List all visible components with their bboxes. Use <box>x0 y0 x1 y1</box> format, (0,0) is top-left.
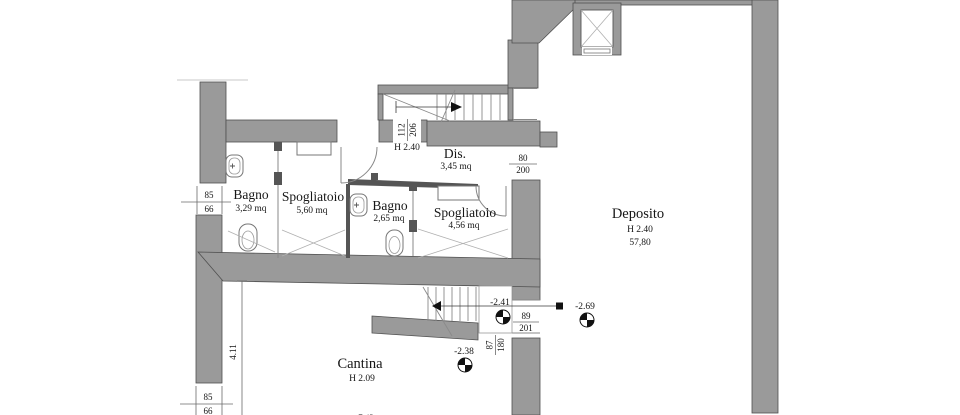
dim-num: 80 <box>519 153 529 163</box>
elevator-shaft <box>572 2 622 56</box>
wall-dis-west <box>507 39 539 89</box>
radiator-icon <box>296 141 332 156</box>
ceiling-hatch <box>227 228 509 259</box>
dim-num: 85 <box>204 392 214 402</box>
elevator-door-leaf <box>583 48 611 54</box>
dimension-labels: 112 206 80 200 89 201 87 180 85 66 85 66… <box>204 119 539 415</box>
sink-basin <box>228 157 241 175</box>
dim-80-200: 80 200 <box>509 153 537 175</box>
stair-hall-height: H 2.40 <box>394 143 420 153</box>
stair-direction-arrow-icon <box>432 301 441 311</box>
wall-right <box>751 0 779 414</box>
sink-basin <box>352 196 365 214</box>
wall-corner-foot <box>539 131 558 148</box>
room-label-spogliatoio1: Spogliatoio <box>282 189 345 204</box>
dim-bottom-partial: 7.43 <box>358 413 374 415</box>
hatch-line <box>281 229 346 257</box>
wall-deposito-west-lower <box>511 337 541 415</box>
toilet-bowl <box>241 230 255 250</box>
dim-112-206: 112 206 <box>397 119 418 141</box>
dim-den: 66 <box>204 406 214 415</box>
dimension-lines <box>177 79 248 415</box>
wall-left-pier-top <box>199 81 227 184</box>
dim-87-180: 87 180 <box>485 335 506 355</box>
door-jamb <box>274 172 282 185</box>
level-marker-icon <box>579 312 595 328</box>
stair-landing <box>478 285 513 334</box>
dim-num: 85 <box>205 190 215 200</box>
hatch-line <box>417 228 509 259</box>
toilet-icon <box>238 223 258 252</box>
room-label-dis: Dis. <box>444 146 466 161</box>
dim-den: 66 <box>205 204 215 214</box>
label-knockout <box>393 119 421 143</box>
leader-end-marker <box>556 302 563 310</box>
room-height-cantina: H 2.09 <box>349 374 375 384</box>
wall-door-strip <box>507 87 514 121</box>
room-label-bagno1: Bagno <box>233 187 268 202</box>
room-label-bagno2: Bagno <box>372 198 407 213</box>
tap-icon <box>354 202 359 208</box>
hatch-line <box>227 230 276 253</box>
stair-break-line <box>440 89 456 123</box>
door-jamb <box>409 220 417 232</box>
dim-89-201: 89 201 <box>513 311 539 333</box>
level-cantina: -2.38 <box>454 347 474 357</box>
stairs-lower <box>422 285 563 337</box>
dim-4-11: 4.11 <box>228 344 238 359</box>
room-area-deposito: 57,80 <box>629 238 651 248</box>
dim-den: 180 <box>496 338 506 352</box>
level-labels: -2.41 -2.69 -2.38 <box>454 298 595 357</box>
room-label-deposito: Deposito <box>612 206 664 222</box>
dim-den: 200 <box>516 165 530 175</box>
wall-row1-top-left <box>225 119 338 143</box>
toilet-icon <box>385 229 404 257</box>
door-jamb-tab <box>371 173 378 180</box>
room-area-spogliatoio1: 5,60 mq <box>296 206 327 216</box>
dim-den: 206 <box>408 123 418 137</box>
wall-cantina-north <box>197 251 541 288</box>
level-markers <box>457 309 595 373</box>
room-labels: Bagno 3,29 mq Spogliatoio 5,60 mq Bagno … <box>233 143 664 384</box>
dim-85-66-bottom: 85 66 <box>204 392 214 415</box>
room-height-deposito: H 2.40 <box>627 225 653 235</box>
level-deposito: -2.69 <box>575 302 595 312</box>
wall-row1-top-right <box>426 120 541 147</box>
room-area-bagno1: 3,29 mq <box>235 204 266 214</box>
room-label-cantina: Cantina <box>337 356 383 372</box>
radiator-icon <box>437 185 480 201</box>
stair-direction-arrow-icon <box>451 102 462 112</box>
dim-85-66-top: 85 66 <box>205 190 215 214</box>
level-marker-icon <box>495 309 511 325</box>
stair-break-line <box>422 286 453 337</box>
dim-den: 201 <box>519 323 533 333</box>
stair-break-line <box>382 93 451 122</box>
door-jamb <box>274 142 282 151</box>
wall-stair-jamb <box>377 93 384 121</box>
door-swing-arc <box>475 185 507 217</box>
dim-num: 87 <box>485 340 495 350</box>
wall-diagonal <box>511 0 578 44</box>
room-area-dis: 3,45 mq <box>440 162 471 172</box>
bathroom-fixtures <box>225 141 480 257</box>
room-area-bagno2: 2,65 mq <box>373 214 404 224</box>
elevator-cross-line <box>580 9 614 48</box>
level-marker-icon <box>457 357 473 373</box>
room-area-spogliatoio2: 4,56 mq <box>448 221 479 231</box>
wall-stair2-stub <box>371 315 479 341</box>
door-swing-arc <box>340 146 378 184</box>
wall-row2-left <box>346 184 350 258</box>
room-label-spogliatoio2: Spogliatoio <box>434 205 497 220</box>
dim-num: 112 <box>397 123 407 136</box>
tap-icon <box>230 163 235 169</box>
level-landing: -2.41 <box>490 298 510 308</box>
wall-stair-north <box>377 84 511 95</box>
dim-num: 89 <box>522 311 532 321</box>
door-jamb <box>409 183 417 191</box>
wall-left-pier-bottom <box>195 214 223 384</box>
stairs-upper <box>382 89 501 123</box>
toilet-bowl <box>388 236 401 254</box>
doors <box>340 146 507 217</box>
